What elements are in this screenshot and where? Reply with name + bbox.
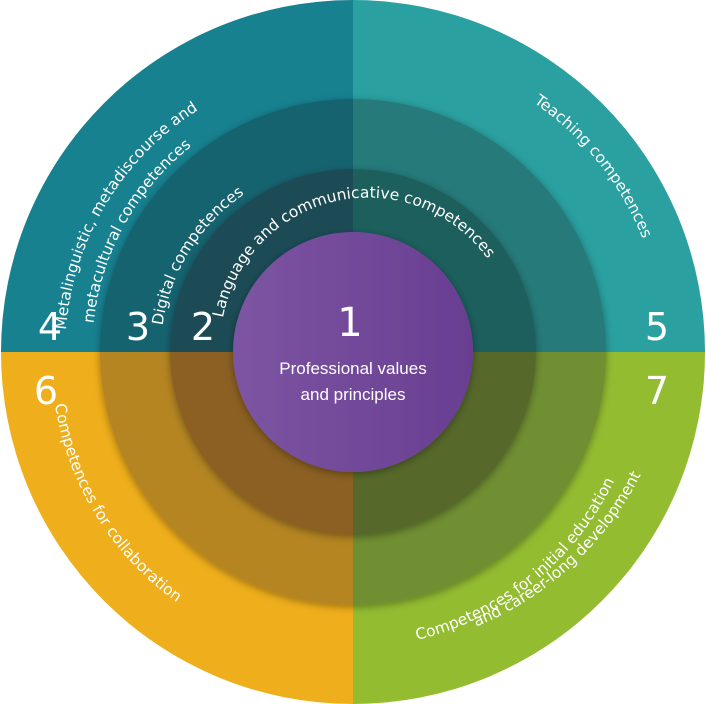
ring-number-2: 2 (191, 305, 215, 349)
ring-number-7: 7 (645, 369, 669, 413)
center-circle (233, 232, 473, 472)
ring-number-6: 6 (34, 369, 58, 413)
ring-number-3: 3 (126, 305, 150, 349)
ring-number-5: 5 (645, 305, 669, 349)
center-label-line2: and principles (301, 385, 406, 404)
ring-number-4: 4 (38, 305, 62, 349)
center-number: 1 (337, 300, 362, 346)
center-label-line1: Professional values (279, 359, 426, 378)
